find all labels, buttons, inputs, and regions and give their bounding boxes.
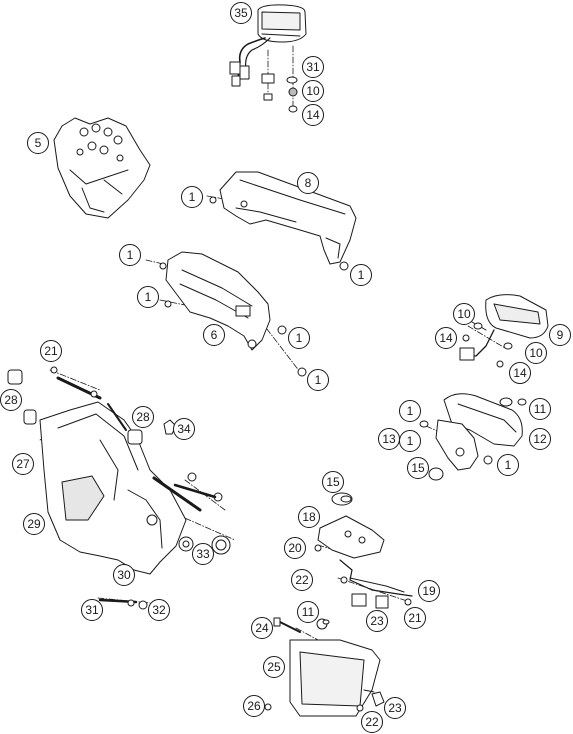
callout: 1 [350,264,372,286]
callout: 15 [322,471,344,493]
callout: 27 [12,453,34,475]
callout: 28 [132,406,154,428]
reflector-bracket [419,393,523,481]
cluster-bracket-lower [159,251,307,377]
callout: 29 [23,513,45,535]
callout: 1 [399,400,421,422]
callout: 23 [384,697,406,719]
instrument-cluster [229,4,307,113]
callout: 14 [302,104,324,126]
callout: 21 [404,607,426,629]
callout: 20 [284,537,306,559]
callout: 11 [529,398,551,420]
callout: 15 [407,457,429,479]
callout: 5 [27,132,49,154]
callout: 19 [418,580,440,602]
callout: 10 [302,80,324,102]
callout: 33 [192,543,214,565]
callout: 35 [230,2,252,24]
callout: 9 [549,324,571,346]
callout: 1 [288,327,310,349]
callout: 11 [297,601,319,623]
callout: 1 [399,430,421,452]
callout: 32 [148,599,170,621]
grommets [322,398,527,625]
callout: 18 [298,506,320,528]
callout: 14 [435,327,457,349]
cluster-bracket-upper [209,171,357,271]
callout: 31 [302,56,324,78]
callout: 14 [509,362,531,384]
callout: 31 [81,599,103,621]
callout: 22 [361,711,383,733]
callout: 30 [113,564,135,586]
callout: 1 [119,244,141,266]
callout: 12 [529,428,551,450]
number-plate-holder [264,617,385,717]
callout: 1 [307,369,329,391]
callout: 1 [497,454,519,476]
callout: 10 [453,303,475,325]
callout: 6 [203,324,225,346]
callout: 8 [297,172,319,194]
rider-footrest-bracket [7,366,231,610]
tail-light [459,294,549,368]
callout: 26 [243,695,265,717]
callout: 24 [251,617,273,639]
callout: 28 [0,389,22,411]
callout: 10 [525,342,547,364]
license-plate-bracket [314,492,413,609]
callout: 22 [291,569,313,591]
callout: 23 [366,610,388,632]
callout: 13 [378,428,400,450]
callout: 34 [173,418,195,440]
callout: 1 [137,286,159,308]
heat-shield-plate [53,117,151,219]
callout: 25 [263,656,285,678]
callout: 1 [181,186,203,208]
callout: 21 [40,340,62,362]
